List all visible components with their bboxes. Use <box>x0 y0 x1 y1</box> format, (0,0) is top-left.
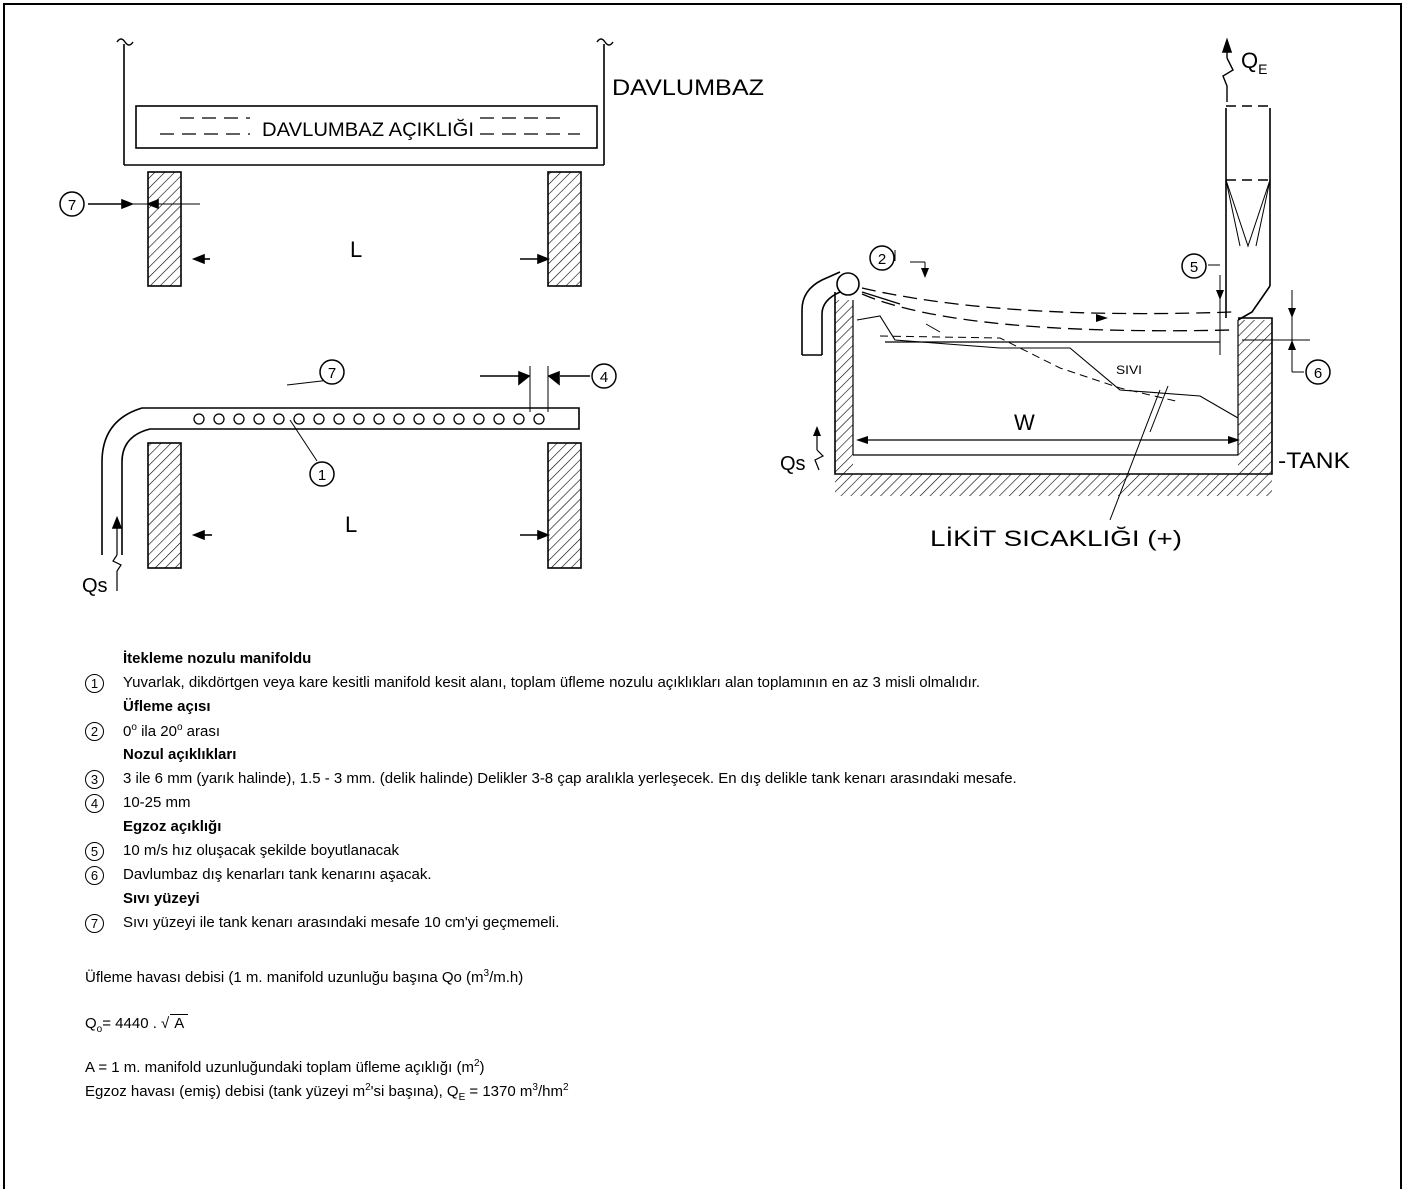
callout-1-num: 1 <box>318 467 326 484</box>
hood-opening-label: DAVLUMBAZ AÇIKLIĞI <box>262 119 474 141</box>
tank-view <box>801 37 1310 521</box>
liquid-temp-label: LİKİT SICAKLIĞI (+) <box>930 526 1182 551</box>
callout-6: 6 <box>1305 359 1331 385</box>
supply-flow-right: Qs <box>780 453 806 475</box>
callout-1: 1 <box>309 461 335 487</box>
liquid-label: SIVI <box>1116 363 1142 377</box>
length-label-top: L <box>350 237 362 262</box>
callout-7-top: 7 <box>59 191 85 217</box>
callout-4: 4 <box>591 363 617 389</box>
callout-7-bottom-num: 7 <box>328 365 336 382</box>
length-label-bottom: L <box>345 512 357 537</box>
exhaust-flow-sub: E <box>1258 61 1267 77</box>
exhaust-flow-label: QE <box>1241 48 1267 77</box>
callout-7-top-num: 7 <box>68 197 76 214</box>
callout-5-num: 5 <box>1190 259 1198 276</box>
hood-label: DAVLUMBAZ <box>612 75 764 100</box>
width-label: W <box>1014 410 1035 435</box>
callout-4-num: 4 <box>600 369 608 386</box>
ventilation-diagram: DAVLUMBAZ DAVLUMBAZ AÇIKLIĞI L 7 <box>59 37 1350 597</box>
callout-2: 2 <box>869 245 895 271</box>
manifold-view <box>101 366 590 591</box>
supply-flow-left: Qs <box>82 575 108 597</box>
callout-5: 5 <box>1181 253 1207 279</box>
hood-view <box>88 38 614 287</box>
exhaust-flow-q: Q <box>1241 48 1258 73</box>
callout-6-num: 6 <box>1314 365 1322 382</box>
tank-label: -TANK <box>1278 448 1350 473</box>
callout-7-bottom: 7 <box>319 359 345 385</box>
nozzle-holes <box>193 413 545 425</box>
page-frame <box>3 3 1402 1189</box>
callout-2-num: 2 <box>878 251 886 268</box>
